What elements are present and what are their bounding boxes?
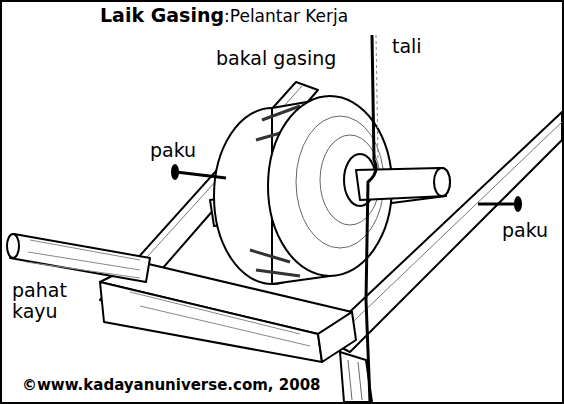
part-label: bakal gasing [216,48,336,69]
part-label: paku [502,220,548,241]
copyright-note: ©www.kadayanuniverse.com, 2008 [22,377,321,394]
part-label: paku [150,140,196,161]
part-label: pahat kayu [12,280,84,322]
diagram-title: Laik Gasing [100,5,224,26]
subtitle: :Pelantar Kerja [224,7,348,26]
part-label: tali [392,36,422,57]
